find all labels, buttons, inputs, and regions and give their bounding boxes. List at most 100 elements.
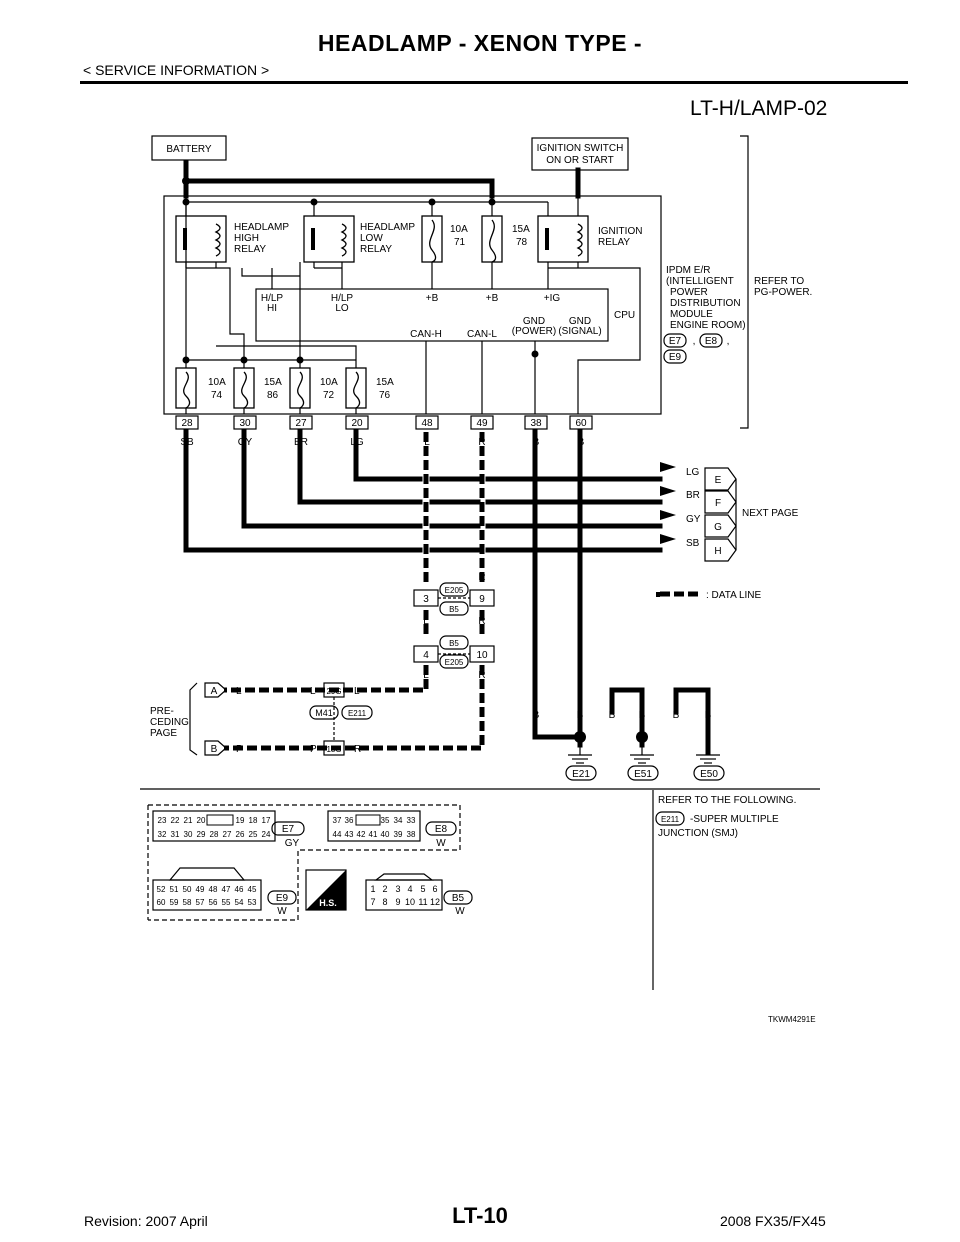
cpu-plus-b2: +B <box>486 293 499 304</box>
j2-top-conn: B5 <box>449 639 459 648</box>
fuse-86-amp: 15A <box>264 377 282 388</box>
fuse-72-amp: 10A <box>320 377 338 388</box>
high-relay-2: HIGH <box>234 233 259 244</box>
cpu-gnd-power-2: (POWER) <box>512 326 556 337</box>
low-relay-3: RELAY <box>360 244 392 255</box>
fuse-78-amp: 15A <box>512 224 530 235</box>
cpu-gnd-signal-2: (SIGNAL) <box>558 326 601 337</box>
cpu-plus-ig: +IG <box>544 293 561 304</box>
b5-pin: 6 <box>432 884 437 894</box>
b5-name: B5 <box>452 893 465 904</box>
term-28: 28 <box>181 418 193 429</box>
connector-e9-view: 52 51 50 49 48 47 46 45 60 59 58 57 56 5… <box>157 885 257 907</box>
wire-color-sb: SB <box>180 437 194 448</box>
diagram-id: LT-H/LAMP-02 <box>690 97 828 120</box>
e9-pin: 51 <box>170 885 179 894</box>
ignition-label-1: IGNITION SWITCH <box>537 143 624 154</box>
wire-color-b1: B <box>533 437 540 448</box>
next-page-label: NEXT PAGE <box>742 508 799 519</box>
ipdm-sep-2: , <box>727 336 730 347</box>
data-line-legend: : DATA LINE <box>706 590 762 601</box>
cpu-hlp-lo-2: LO <box>335 303 349 314</box>
next-letter-h: H <box>714 546 721 557</box>
model-label: 2008 FX35/FX45 <box>720 1213 826 1229</box>
pre-letter-b: B <box>211 744 218 755</box>
pre-b-c3: R <box>354 744 361 755</box>
j1-color-r-bot: R <box>478 616 485 627</box>
preceding-2: CEDING <box>150 717 189 728</box>
pre-b-c1: P <box>236 744 243 755</box>
term-38: 38 <box>530 418 542 429</box>
gnd-color-4: B <box>639 710 646 721</box>
cpu-label: CPU <box>614 310 635 321</box>
e7-pin: 31 <box>171 830 180 839</box>
b5-pin: 7 <box>370 897 375 907</box>
e7-name: E7 <box>282 824 295 835</box>
b5-pin: 4 <box>407 884 412 894</box>
b5-color: W <box>455 906 465 917</box>
e7-pin: 22 <box>171 816 180 825</box>
high-relay-1: HEADLAMP <box>234 222 289 233</box>
e8-pin: 42 <box>357 830 366 839</box>
ipdm-conn-e8: E8 <box>705 336 718 347</box>
e7-pin: 29 <box>197 830 206 839</box>
wire-color-lg: LG <box>350 437 364 448</box>
e9-pin: 45 <box>248 885 257 894</box>
j1-top-conn: E205 <box>445 586 464 595</box>
pre-a-c1: L <box>236 686 242 697</box>
high-relay-3: RELAY <box>234 244 266 255</box>
ipdm-line-3: POWER <box>670 287 708 298</box>
ipdm-line-2: (INTELLIGENT <box>666 276 734 287</box>
e9-pin: 55 <box>222 898 231 907</box>
next-color-gy: GY <box>686 514 701 525</box>
wire-color-br: BR <box>294 437 308 448</box>
refer-pg-1: REFER TO <box>754 276 804 287</box>
ipdm-sep-1: , <box>693 336 696 347</box>
e9-pin: 46 <box>235 885 244 894</box>
e7-pin: 19 <box>236 816 245 825</box>
ipdm-conn-e7: E7 <box>669 336 682 347</box>
ipdm-line-6: ENGINE ROOM) <box>670 320 746 331</box>
e9-pin: 58 <box>183 898 192 907</box>
term-20: 20 <box>351 418 363 429</box>
ipdm-line-5: MODULE <box>670 309 713 320</box>
header-rule <box>80 81 908 84</box>
e9-pin: 47 <box>222 885 231 894</box>
page-number: LT-10 <box>452 1203 508 1228</box>
fuse-86-num: 86 <box>267 390 279 401</box>
fuse-76-amp: 15A <box>376 377 394 388</box>
e9-pin: 56 <box>209 898 218 907</box>
cpu-can-h: CAN-H <box>410 329 442 340</box>
ipdm-box <box>163 195 662 415</box>
b5-pin: 3 <box>395 884 400 894</box>
e8-color: W <box>436 838 446 849</box>
ipdm-line-4: DISTRIBUTION <box>670 298 741 309</box>
fuse-78-num: 78 <box>516 237 528 248</box>
next-letter-f: F <box>715 498 721 509</box>
b5-pin: 5 <box>420 884 425 894</box>
battery-box <box>151 135 227 161</box>
j1-color-l-bot: L <box>423 616 429 627</box>
next-color-sb: SB <box>686 538 700 549</box>
refer-pg-2: PG-POWER. <box>754 287 812 298</box>
refer-note-line2: JUNCTION (SMJ) <box>658 828 738 839</box>
figure-code: TKWM4291E <box>768 1015 816 1024</box>
e8-pin: 38 <box>407 830 416 839</box>
e8-pin: 37 <box>333 816 342 825</box>
connector-e7-view: 23 22 21 20 19 18 17 32 31 30 29 28 27 2… <box>158 816 271 839</box>
e7-pin: 28 <box>210 830 219 839</box>
cpu-plus-b1: +B <box>426 293 439 304</box>
b5-pin: 1 <box>370 884 375 894</box>
section-label: < SERVICE INFORMATION > <box>83 62 270 78</box>
e7-pin: 24 <box>262 830 271 839</box>
b5-pin: 8 <box>382 897 387 907</box>
e8-pin: 39 <box>394 830 403 839</box>
b5-pin: 9 <box>395 897 400 907</box>
refer-note-conn: E211 <box>661 815 680 824</box>
j2-color-l-bot: L <box>423 670 429 681</box>
e9-pin: 49 <box>196 885 205 894</box>
e9-pin: 59 <box>170 898 179 907</box>
e9-color: W <box>277 906 287 917</box>
fuse-72-num: 72 <box>323 390 335 401</box>
next-color-br: BR <box>686 490 700 501</box>
